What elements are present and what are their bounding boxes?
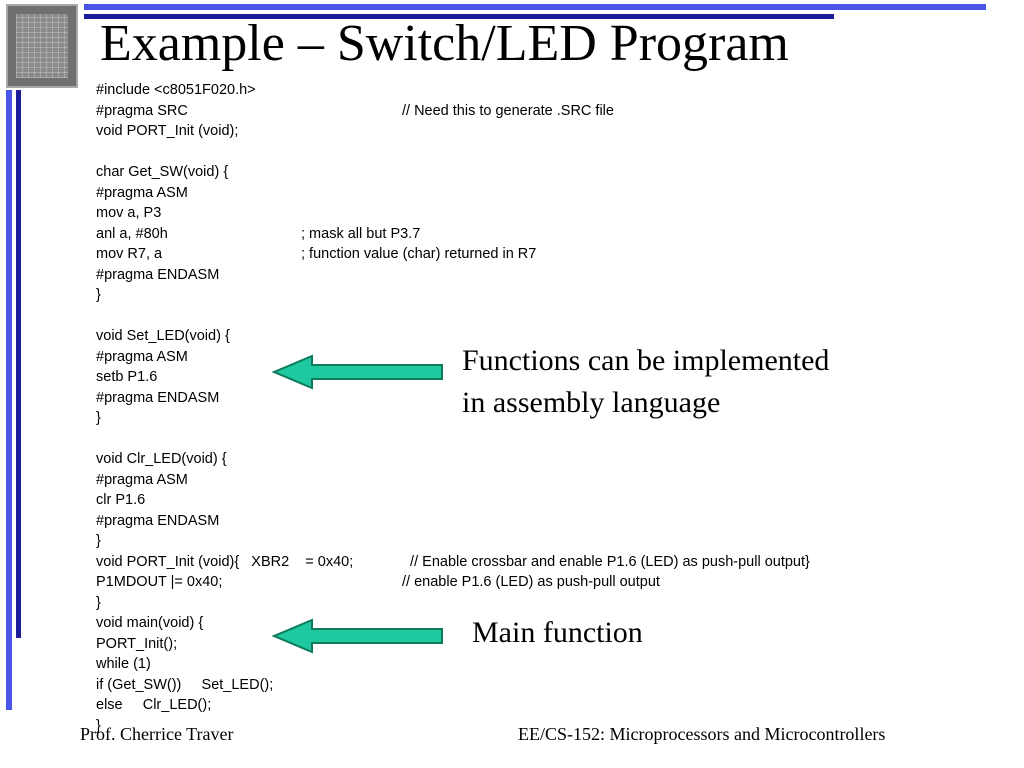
code-text-c1: #pragma ASM [96, 348, 188, 365]
code-text-c1: void PORT_Init (void){ XBR2 = 0x40; [96, 553, 354, 570]
code-text-c1: PORT_Init(); [96, 635, 178, 652]
code-text-c1: } [96, 287, 101, 303]
top-accent-bar [84, 4, 986, 10]
code-text-c1: mov R7, a [96, 246, 163, 262]
code-text-c1: if (Get_SW()) Set_LED(); [96, 676, 274, 693]
code-line: void Clr_LED(void) { [96, 449, 976, 470]
code-text-c1: #pragma ASM [96, 184, 188, 201]
code-line: char Get_SW(void) { [96, 162, 976, 183]
code-text-c1: #pragma ENDASM [96, 266, 220, 283]
code-line: #pragma ASM [96, 470, 976, 491]
code-line [96, 306, 976, 327]
callout-assembly: Functions can be implemented in assembly… [462, 340, 829, 424]
code-block: #include <c8051F020.h> #pragma SRC // Need… [96, 80, 976, 736]
code-line: PORT_Init(); [96, 634, 976, 655]
code-line: else Clr_LED(); [96, 695, 976, 716]
code-text-c1: void Clr_LED(void) { [96, 451, 227, 467]
code-line: void main(void) { [96, 613, 976, 634]
code-line: mov a, P3 [96, 203, 976, 224]
code-text-c1: #pragma ASM [96, 471, 188, 488]
code-text-c1: clr P1.6 [96, 492, 146, 508]
code-line: #pragma ENDASM [96, 388, 976, 409]
code-text-c1: } [96, 594, 101, 611]
code-line: setb P1.6 [96, 367, 976, 388]
code-line: while (1) [96, 654, 976, 675]
code-line: #include <c8051F020.h> [96, 80, 976, 101]
code-line: #pragma ASM [96, 347, 976, 368]
code-text-c1: else Clr_LED(); [96, 697, 212, 713]
code-text-c3: // Need this to generate .SRC file [402, 102, 614, 119]
code-line: } [96, 593, 976, 614]
code-line: } [96, 285, 976, 306]
footer-course: EE/CS-152: Microprocessors and Microcont… [518, 724, 886, 744]
code-text-c1: P1MDOUT |= 0x40; [96, 574, 223, 590]
code-line: } [96, 531, 976, 552]
code-text-c1: } [96, 410, 101, 426]
code-line: if (Get_SW()) Set_LED(); [96, 675, 976, 696]
code-text-c2: ; function value (char) returned in R7 [301, 246, 537, 262]
code-text-c1: while (1) [96, 656, 151, 672]
code-line: void PORT_Init (void){ XBR2 = 0x40; // E… [96, 552, 976, 573]
code-text-c2: ; mask all but P3.7 [301, 225, 421, 242]
code-line: } [96, 716, 976, 737]
code-line: void Set_LED(void) { [96, 326, 976, 347]
code-line: mov R7, a ; function value (char) returne… [96, 244, 976, 265]
code-text-c1: #pragma ENDASM [96, 512, 220, 529]
footer-author: Prof. Cherrice Traver [80, 724, 234, 744]
chip-logo [6, 4, 78, 88]
code-text-c3: // enable P1.6 (LED) as push-pull output [402, 574, 660, 590]
top-accent-bar-dark [84, 14, 834, 19]
code-text-c1: void main(void) { [96, 615, 204, 631]
code-text-c1: } [96, 533, 101, 549]
code-text-c1: #pragma ENDASM [96, 389, 220, 406]
arrow-left-icon [272, 618, 443, 654]
code-line [96, 142, 976, 163]
code-line: #pragma ENDASM [96, 265, 976, 286]
code-line: clr P1.6 [96, 490, 976, 511]
code-line: P1MDOUT |= 0x40; // enable P1.6 (LED) as … [96, 572, 976, 593]
code-line: #pragma ENDASM [96, 511, 976, 532]
code-text-c1: void Set_LED(void) { [96, 328, 230, 344]
code-text-c1: char Get_SW(void) { [96, 164, 229, 180]
slide-title: Example – Switch/LED Program [100, 15, 789, 72]
code-text-c1: setb P1.6 [96, 369, 158, 385]
code-line [96, 429, 976, 450]
code-text-c1: } [96, 717, 101, 734]
code-line: } [96, 408, 976, 429]
code-text-c1: void PORT_Init (void); [96, 123, 239, 139]
left-accent-bar [6, 90, 12, 710]
callout-assembly-line1: Functions can be implemented [462, 344, 830, 377]
arrow-left-icon [272, 354, 443, 390]
callout-assembly-line2: in assembly language [462, 386, 721, 419]
code-line: anl a, #80h ; mask all but P3.7 [96, 224, 976, 245]
code-line: #pragma SRC // Need this to generate .SRC… [96, 101, 976, 122]
code-text-c1: #pragma SRC [96, 102, 188, 119]
code-text-c1: #include <c8051F020.h> [96, 82, 256, 98]
code-text-c1: mov a, P3 [96, 205, 162, 221]
code-text-c1: anl a, #80h [96, 225, 168, 242]
callout-main-function: Main function [472, 616, 643, 649]
left-accent-bar-dark [16, 90, 21, 638]
code-text-c3: // Enable crossbar and enable P1.6 (LED)… [402, 553, 810, 570]
code-line: #pragma ASM [96, 183, 976, 204]
code-line: void PORT_Init (void); [96, 121, 976, 142]
